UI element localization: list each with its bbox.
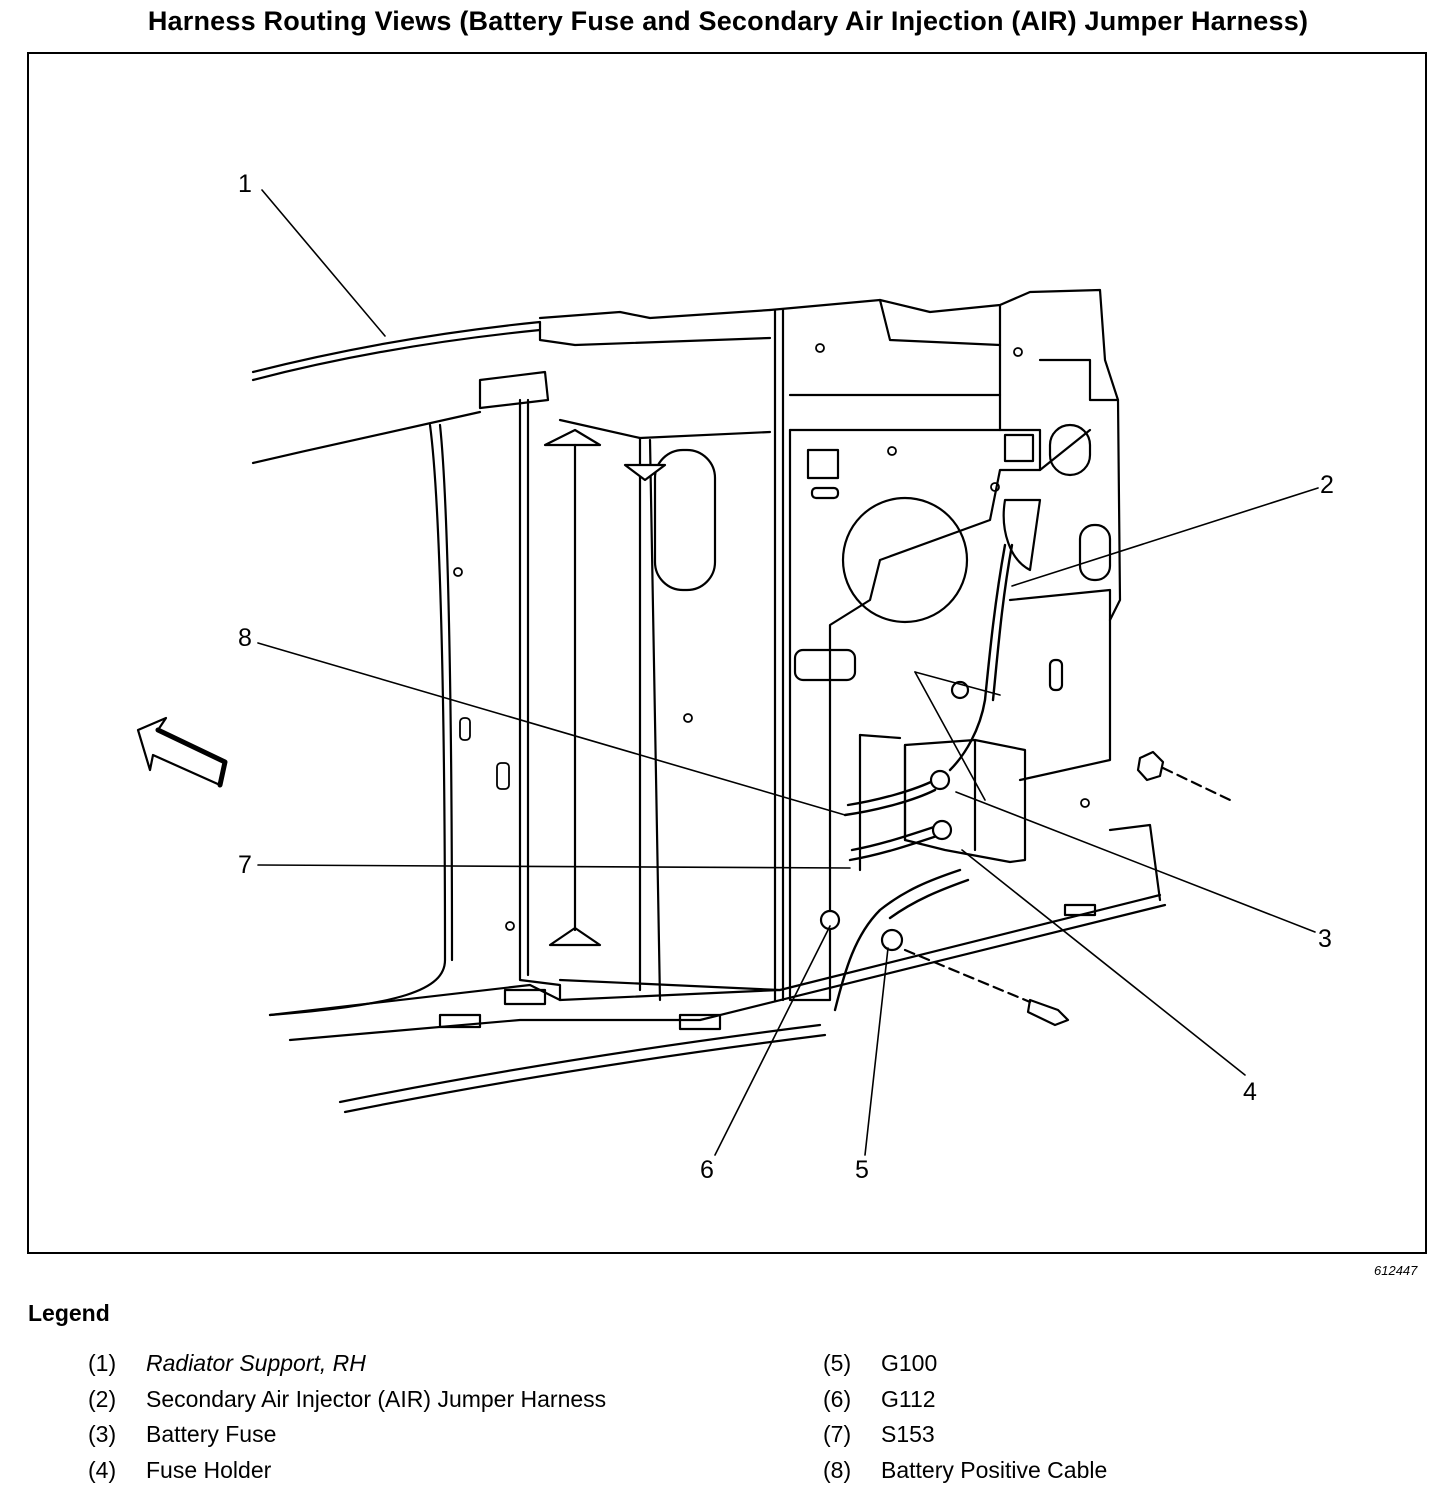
callout-2: 2 (1320, 471, 1334, 499)
nut-fuse-top (931, 771, 949, 789)
left-vertical-panel (270, 372, 780, 1015)
legend-item-label: G112 (881, 1386, 936, 1412)
callout-7: 7 (238, 851, 252, 879)
legend-item-label: Battery Positive Cable (881, 1457, 1107, 1483)
leader-line-2 (1012, 488, 1318, 586)
radiator-support-top-rail (253, 310, 770, 463)
callout-6: 6 (700, 1156, 714, 1184)
forward-arrow (138, 718, 225, 785)
legend-item-number: (3) (88, 1421, 146, 1448)
legend-item-label: Radiator Support, RH (146, 1350, 366, 1376)
triangle-marker-up (545, 430, 600, 445)
legend-item: (5)G100 (823, 1350, 1107, 1386)
legend-item-number: (2) (88, 1386, 146, 1413)
legend-item: (7)S153 (823, 1421, 1107, 1457)
callout-1: 1 (238, 170, 252, 198)
nut-exploded (1138, 752, 1163, 780)
leader-line-1 (262, 190, 385, 336)
nut-fuse-bottom (933, 821, 951, 839)
legend-item: (2)Secondary Air Injector (AIR) Jumper H… (88, 1386, 606, 1422)
leader-line-6 (715, 926, 830, 1155)
legend-item-label: Fuse Holder (146, 1457, 271, 1483)
legend-item-number: (4) (88, 1457, 146, 1484)
legend-item-number: (8) (823, 1457, 881, 1484)
callout-4: 4 (1243, 1078, 1257, 1106)
callout-5: 5 (855, 1156, 869, 1184)
legend-item-label: S153 (881, 1421, 935, 1447)
legend-item: (8)Battery Positive Cable (823, 1457, 1107, 1492)
legend-item-label: G100 (881, 1350, 937, 1376)
harness-wires (835, 545, 1012, 1010)
leader-line-4 (962, 850, 1245, 1075)
legend-item-number: (1) (88, 1350, 146, 1377)
legend-heading: Legend (28, 1300, 110, 1327)
bolt-g100 (882, 930, 902, 950)
legend-item-label: Battery Fuse (146, 1421, 276, 1447)
legend-item-number: (6) (823, 1386, 881, 1413)
fuse-holder-shape (860, 735, 1025, 870)
callout-8: 8 (238, 624, 252, 652)
center-panel (790, 425, 1110, 1000)
legend-item: (4)Fuse Holder (88, 1457, 606, 1492)
leader-line-8 (258, 643, 845, 815)
bolt-exploded (1028, 1000, 1068, 1025)
legend-column-right: (5)G100 (6)G112 (7)S153 (8)Battery Posit… (823, 1350, 1107, 1492)
legend-item: (6)G112 (823, 1386, 1107, 1422)
leader-line-7 (258, 865, 850, 868)
upper-right-bracket (770, 290, 1120, 1000)
figure-number: 612447 (1374, 1263, 1417, 1278)
legend-item: (1)Radiator Support, RH (88, 1350, 606, 1386)
legend-item-number: (7) (823, 1421, 881, 1448)
legend-column-left: (1)Radiator Support, RH (2)Secondary Air… (88, 1350, 606, 1492)
legend-item-number: (5) (823, 1350, 881, 1377)
callout-3: 3 (1318, 925, 1332, 953)
legend-item-label: Secondary Air Injector (AIR) Jumper Harn… (146, 1386, 606, 1412)
triangle-marker-down (625, 465, 665, 480)
legend-item: (3)Battery Fuse (88, 1421, 606, 1457)
